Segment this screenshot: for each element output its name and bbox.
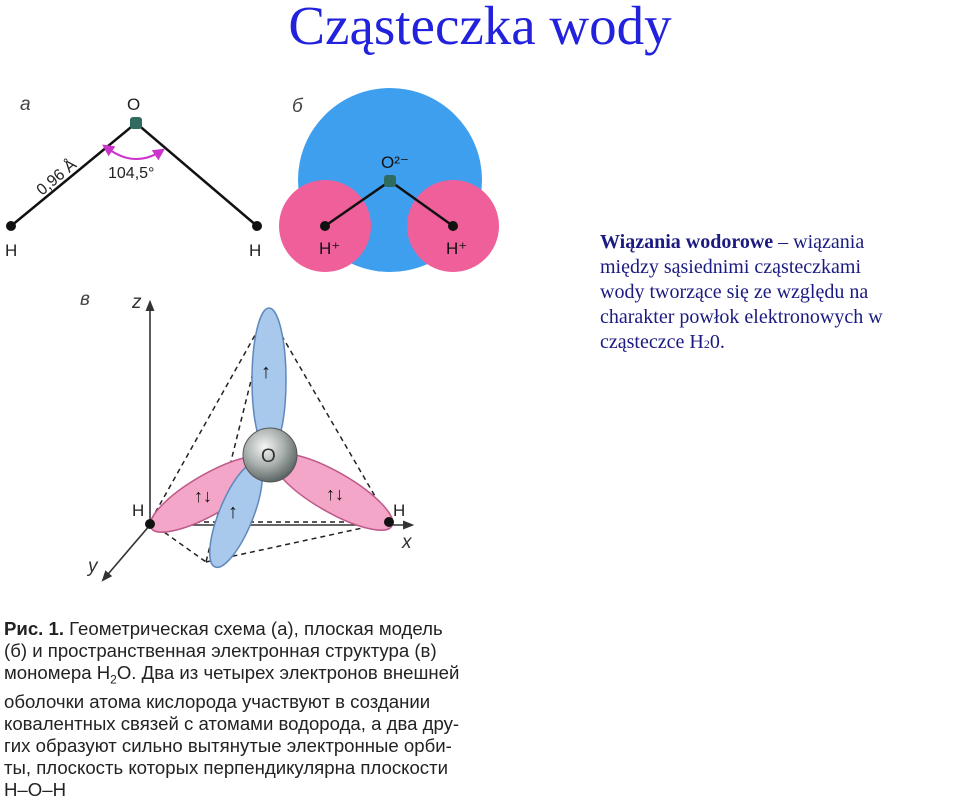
description-last-prefix: cząsteczce H: [600, 331, 704, 353]
caption-line-1: Геометрическая схема (а), плоская модель: [64, 618, 443, 639]
bond-left: [10, 122, 137, 227]
panel-b-planar-model: б O²⁻ H⁺ H⁺: [279, 88, 499, 272]
caption-line-3-sub: 2: [110, 672, 117, 687]
hydrogen-atom-c-left: [145, 519, 155, 529]
figure-caption: Рис. 1. Геометрическая схема (а), плоска…: [4, 618, 514, 801]
caption-line-4: оболочки атома кислорода участвуют в соз…: [4, 690, 431, 712]
spin-top: ↑: [261, 361, 271, 383]
angle-label: 104,5°: [108, 165, 154, 182]
bond-right: [135, 122, 258, 227]
panel-c-electron-structure: в z x y O ↑ ↑ ↑↓ ↑↓ H: [80, 289, 415, 582]
description-last-suffix: 0.: [709, 331, 725, 353]
description-bold-term: Wiązania wodorowe: [600, 231, 774, 253]
hydrogen-ion-center-left: [320, 221, 330, 231]
axis-y-label: y: [86, 556, 99, 577]
angle-arrow: [102, 144, 165, 161]
description-line-4: charakter powłok elektronowych w: [600, 306, 883, 328]
hydrogen-ion-label-left: H⁺: [319, 239, 340, 258]
hydrogen-label-c-right: H: [393, 501, 405, 520]
hydrogen-ion-label-right: H⁺: [446, 239, 467, 258]
hydrogen-label-c-left: H: [132, 501, 144, 520]
spin-pair-right: ↑↓: [326, 484, 344, 504]
spin-front: ↑: [228, 501, 238, 523]
hydrogen-label-a-left: H: [5, 241, 17, 260]
caption-line-3-suffix: O. Два из четырех электронов внешней: [116, 662, 460, 683]
page-title: Cząsteczka wody: [288, 0, 672, 56]
oxygen-atom-a: [130, 117, 142, 129]
hydrogen-label-a-right: H: [249, 241, 261, 260]
description-last-sub: 2: [703, 337, 710, 351]
description-line-3: wody tworzące się ze względu na: [600, 281, 869, 303]
description-dash: –: [773, 231, 794, 253]
caption-line-6: гих образуют сильно вытянутые электронны…: [4, 734, 452, 756]
caption-label: Рис. 1.: [4, 618, 65, 639]
oxygen-ion-label: O²⁻: [381, 153, 409, 172]
panel-b-letter: б: [292, 96, 304, 117]
axis-y-line: [101, 524, 151, 582]
caption-line-2: (б) и пространственная электронная струк…: [4, 640, 437, 661]
oxygen-label-a: O: [127, 95, 140, 114]
caption-line-5: ковалентных связей с атомами водорода, а…: [4, 712, 460, 734]
panel-c-letter: в: [80, 289, 90, 310]
panel-a-letter: а: [20, 94, 31, 115]
hydrogen-bond-description: Wiązania wodorowe – wiązania między sąsi…: [600, 230, 960, 357]
bond-length-label: 0,96 Å: [32, 155, 80, 199]
spin-pair-left: ↑↓: [194, 486, 212, 506]
ion-bond-left: [324, 179, 391, 228]
caption-line-3-prefix: мономера H: [4, 662, 111, 683]
axis-z-label: z: [131, 292, 142, 313]
hydrogen-atom-c-right: [384, 517, 394, 527]
caption-line-8: H–O–H: [4, 778, 67, 800]
description-line-2: między sąsiednimi cząsteczkami: [600, 256, 862, 278]
axis-x-label: x: [401, 532, 413, 553]
caption-line-7: ты, плоскость которых перпендикулярна пл…: [4, 756, 448, 778]
panel-a-geometry: а O H H 0,96 Å 104,5°: [5, 94, 262, 260]
hydrogen-atom-a-right: [252, 221, 262, 231]
description-line-1: wiązania: [793, 231, 865, 253]
oxygen-ion-center: [384, 175, 396, 187]
hydrogen-atom-a-left: [6, 221, 16, 231]
ion-bond-right: [389, 179, 454, 228]
oxygen-sphere-c: [242, 427, 298, 483]
hydrogen-ion-center-right: [448, 221, 458, 231]
oxygen-label-c: O: [261, 446, 276, 467]
